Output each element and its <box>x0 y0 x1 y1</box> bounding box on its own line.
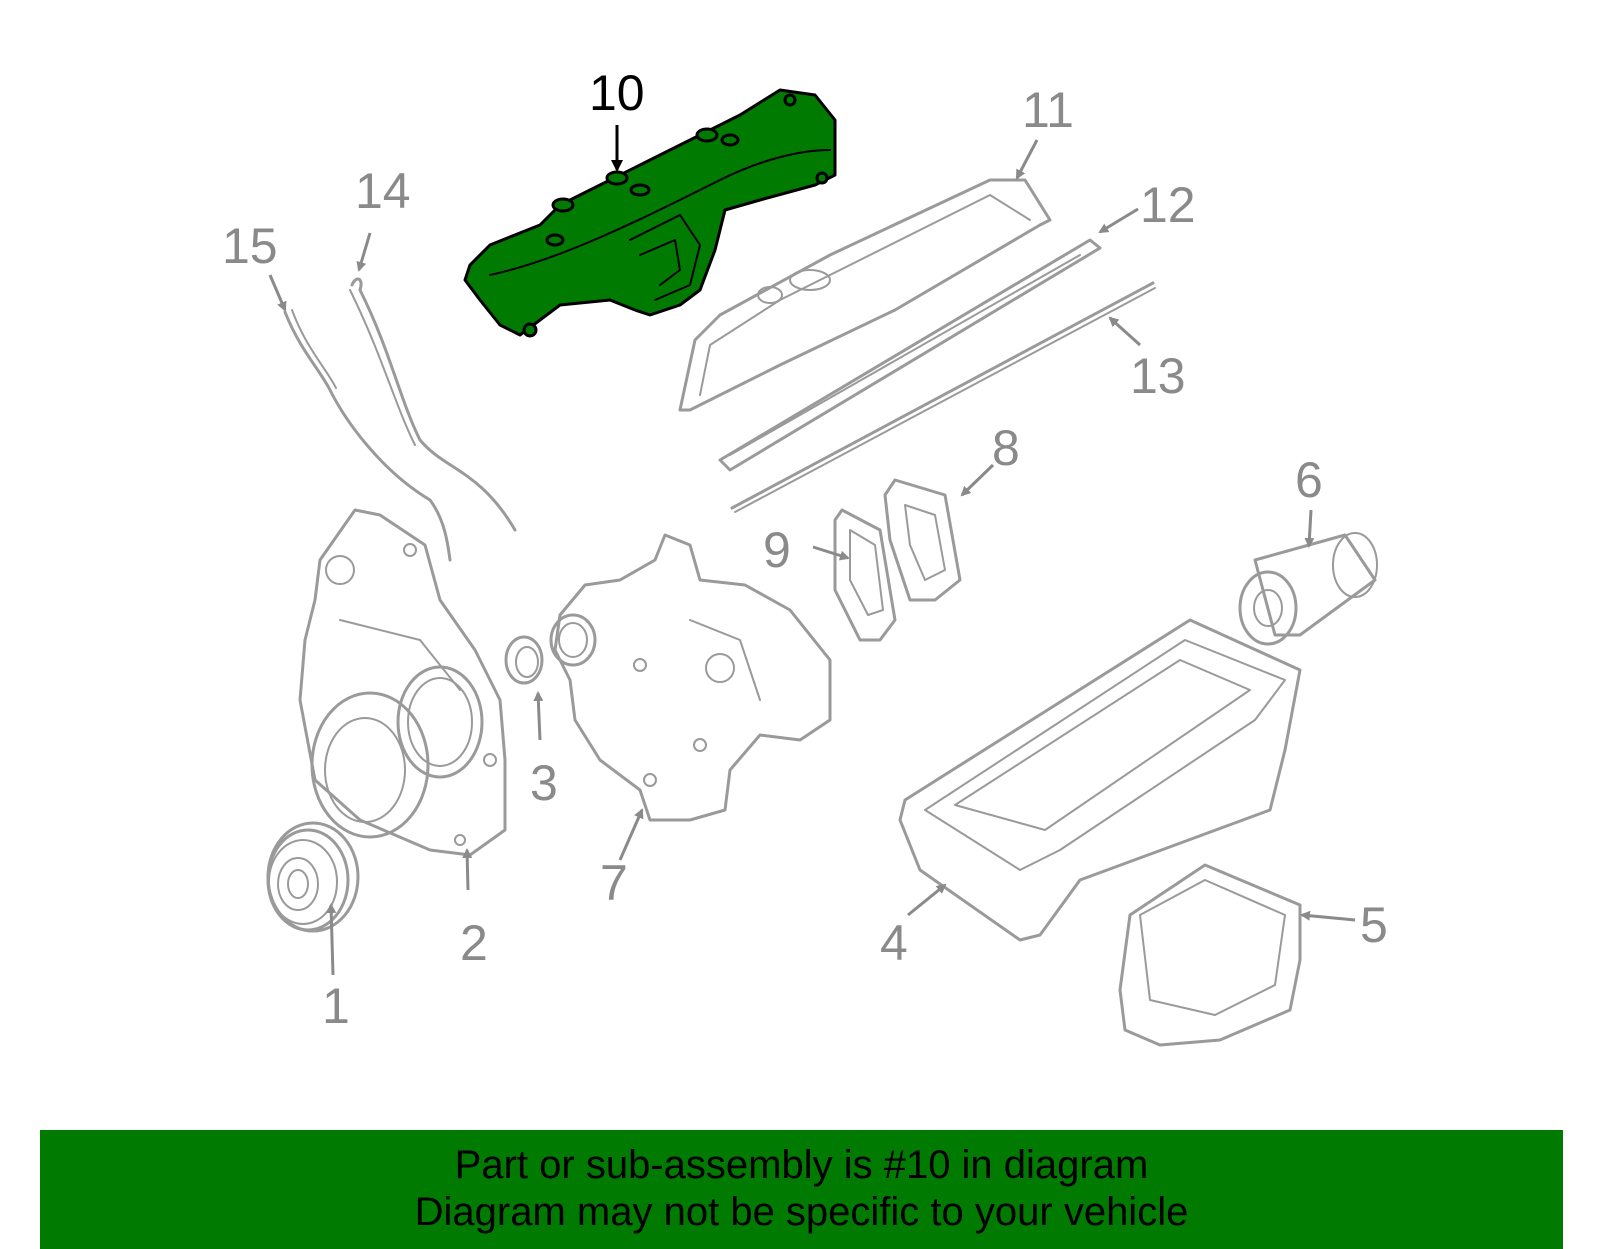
part-1-pulley[interactable] <box>266 821 360 933</box>
part-15-dipstick[interactable] <box>283 309 452 562</box>
info-banner: Part or sub-assembly is #10 in diagram D… <box>40 1130 1563 1249</box>
banner-line-2: Diagram may not be specific to your vehi… <box>414 1190 1189 1234</box>
callout-13: 13 <box>1130 348 1186 404</box>
callout-14: 14 <box>355 163 411 219</box>
part-10-exhaust-manifold[interactable] <box>463 88 837 338</box>
part-4-oil-pan[interactable] <box>898 618 1302 942</box>
callout-15: 15 <box>222 218 278 274</box>
callout-1: 1 <box>322 978 350 1034</box>
banner-line-1: Part or sub-assembly is #10 in diagram <box>454 1143 1149 1187</box>
callout-10: 10 <box>589 65 645 121</box>
callout-7: 7 <box>600 855 628 911</box>
part-6-oil-filter[interactable] <box>1238 532 1378 646</box>
callout-labels: 1 2 3 4 5 6 7 8 9 10 11 12 13 14 15 <box>222 65 1388 1034</box>
part-2-timing-cover[interactable] <box>298 508 507 857</box>
part-8-flange[interactable] <box>883 478 962 602</box>
leader-lines <box>268 125 1356 976</box>
callout-9: 9 <box>763 522 791 578</box>
part-7-housing[interactable] <box>549 533 832 822</box>
part-12-gasket[interactable] <box>718 238 1102 472</box>
part-11-valve-cover[interactable] <box>678 178 1052 412</box>
part-9-gasket[interactable] <box>833 508 897 642</box>
part-3-seal[interactable] <box>504 635 544 685</box>
callout-6: 6 <box>1295 452 1323 508</box>
callout-12: 12 <box>1140 177 1196 233</box>
part-14-dipstick-tube[interactable] <box>349 277 517 532</box>
callout-11: 11 <box>1022 82 1074 138</box>
callout-2: 2 <box>460 915 488 971</box>
callout-8: 8 <box>992 420 1020 476</box>
part-13-strip[interactable] <box>730 281 1156 513</box>
callout-5: 5 <box>1360 897 1388 953</box>
callout-3: 3 <box>530 755 558 811</box>
part-5-lower-pan[interactable] <box>1118 863 1302 1047</box>
callout-4: 4 <box>880 915 908 971</box>
